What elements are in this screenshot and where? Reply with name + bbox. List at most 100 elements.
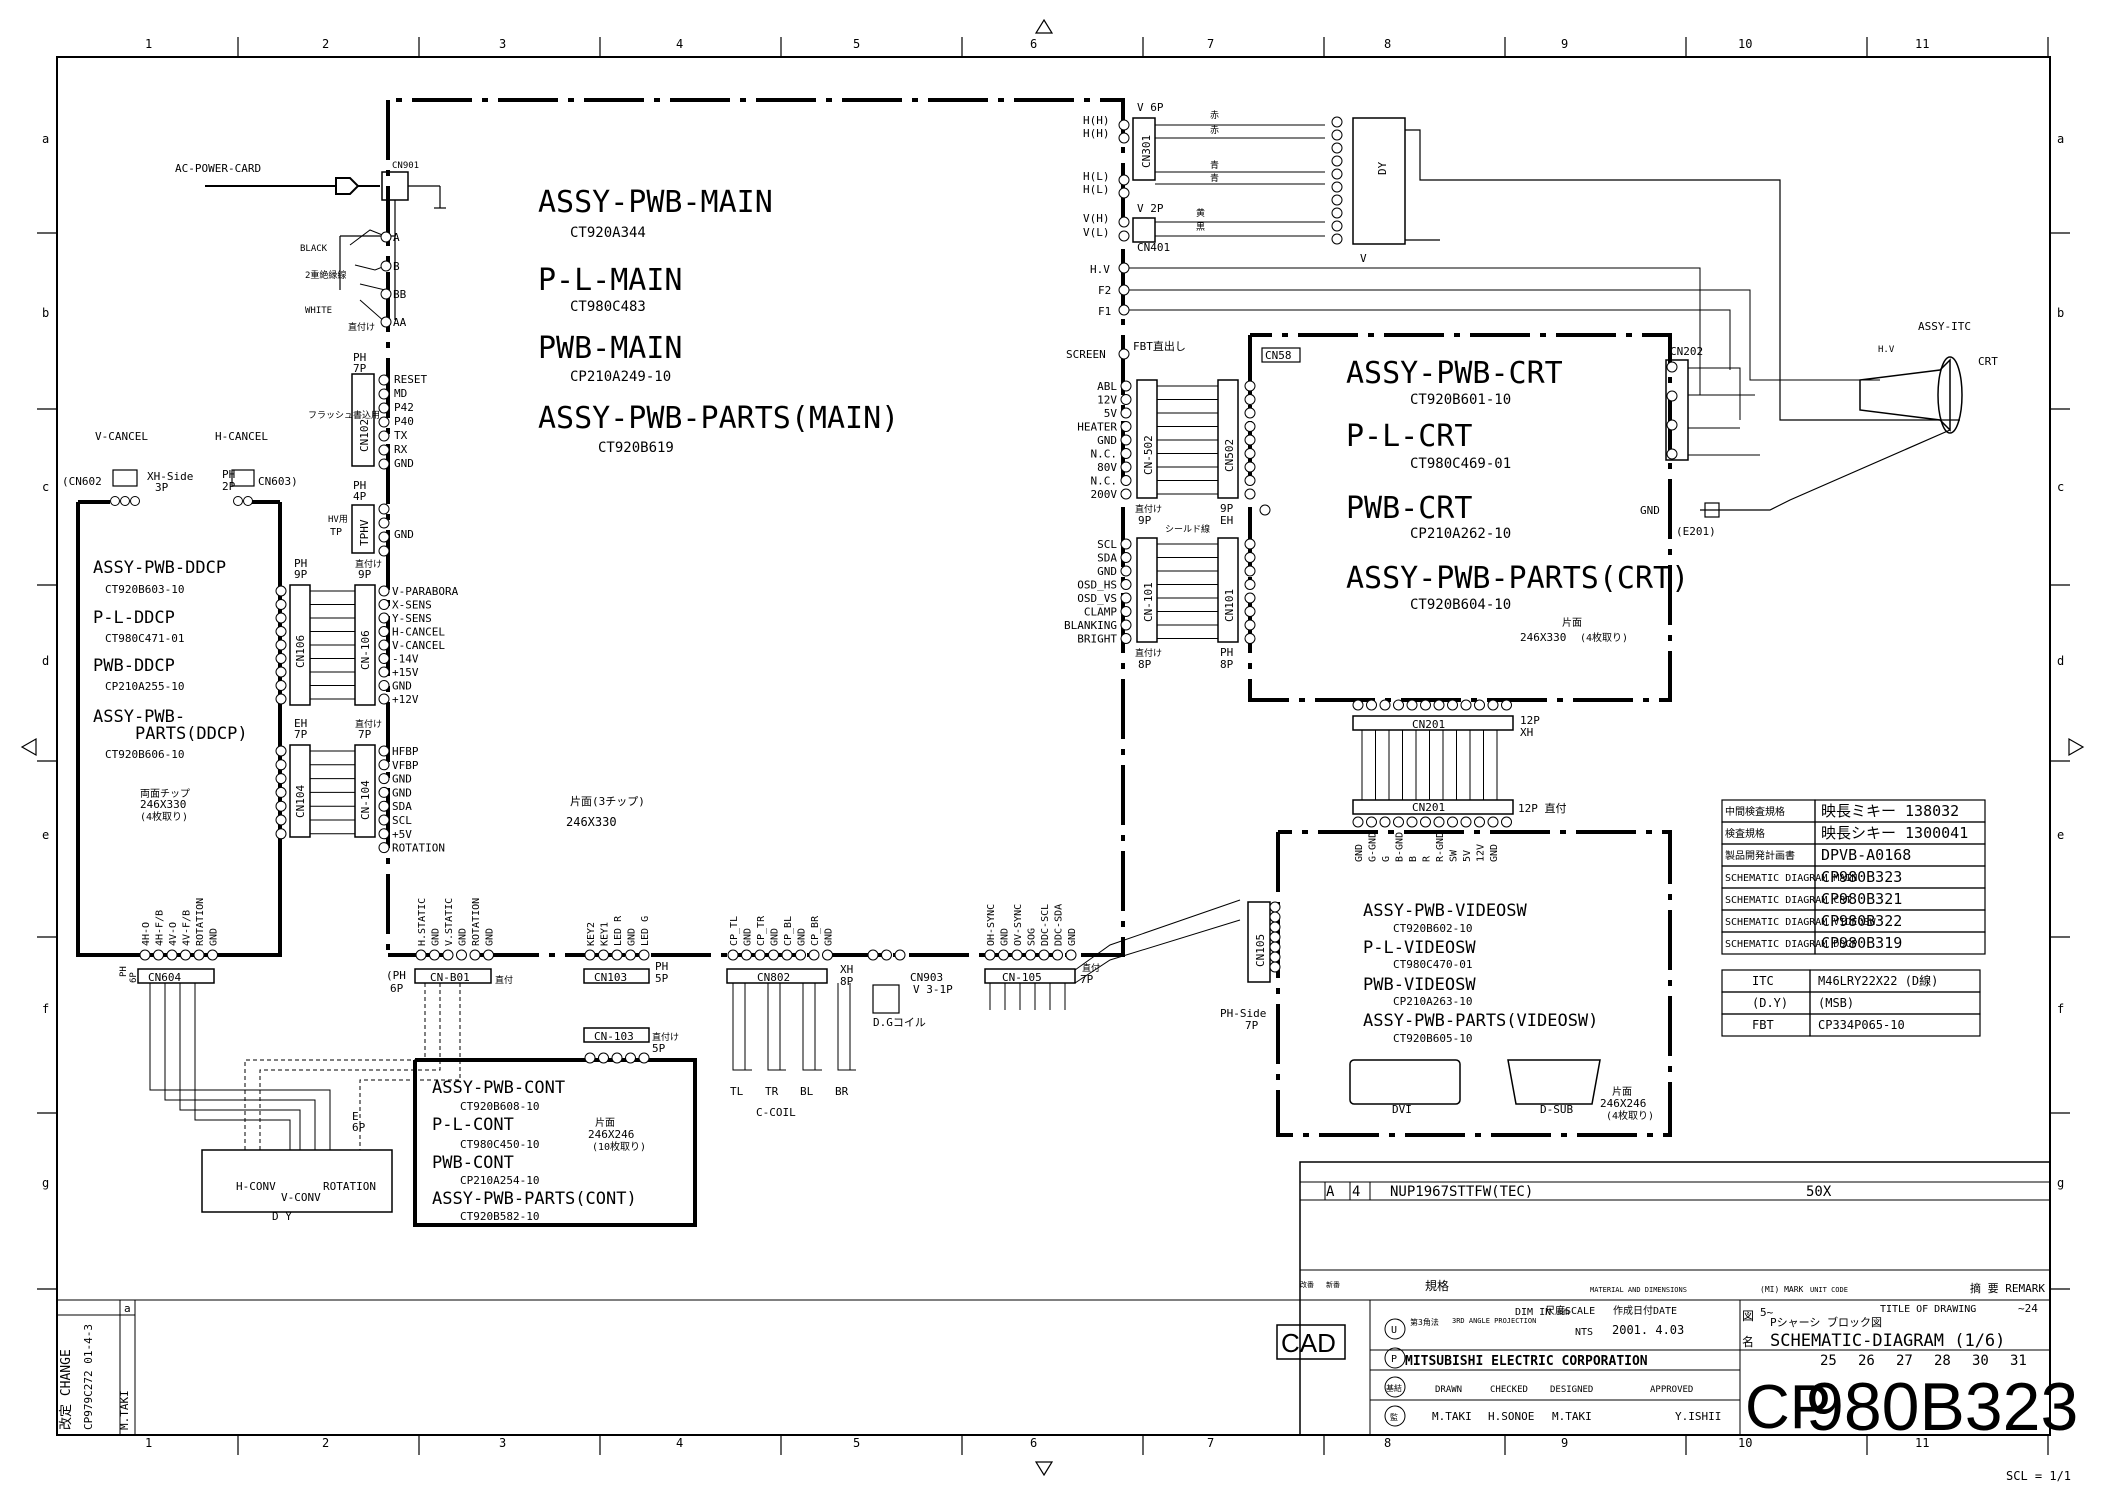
pin-circle: [1025, 949, 1036, 961]
hdr-change: 改番: [1300, 1280, 1314, 1289]
pin-circle: [442, 949, 454, 961]
pin-circle: [1406, 699, 1418, 711]
pin-circle: [1269, 941, 1281, 953]
pin-circle: [469, 949, 481, 961]
pin-circle: [1433, 699, 1445, 711]
pin-circle: [1366, 816, 1377, 828]
wire-color-5: 黄: [1196, 207, 1205, 219]
cad-stamp: CAD: [1281, 1328, 1336, 1358]
pin-circle: [378, 800, 390, 812]
pin-circle: [378, 626, 390, 637]
pin-circle: [1118, 132, 1130, 144]
cn106-signal: -14V: [392, 653, 419, 666]
pin-circle: [378, 416, 390, 428]
wire-color-2: 赤: [1210, 125, 1219, 136]
cn201-signal: 12V: [1476, 844, 1487, 862]
black-label: BLACK: [300, 244, 328, 254]
pin-circle: [1120, 619, 1132, 631]
pin-circle: [1120, 434, 1132, 446]
pin-circle: [378, 599, 390, 610]
cn101-signal: BLANKING: [1064, 619, 1117, 632]
dy-box: [201, 1149, 393, 1213]
videosw-title-2: P-L-VIDEOSW: [1363, 938, 1476, 958]
cn102-sig-3: P42: [394, 401, 414, 414]
cn106-signal: +12V: [392, 693, 419, 706]
dy-e: E: [352, 1110, 359, 1123]
pin-circle: [207, 949, 218, 961]
scale-note: SCL = 1/1: [2006, 1469, 2071, 1483]
main-code-4: CT920B619: [598, 440, 674, 456]
cn105-name: CN105: [1254, 934, 1267, 967]
pin-a: A: [393, 231, 400, 244]
videosw-code-4: CT920B605-10: [1393, 1032, 1472, 1045]
spec-table-value: CP980B319: [1821, 934, 1902, 952]
grid-col-top: 6: [1030, 37, 1037, 51]
hdr-kikaku: 規格: [1425, 1278, 1449, 1293]
xh-side-label: XH-Side: [147, 470, 193, 483]
pin-circle: [584, 1052, 596, 1064]
cn502-signal: HEATER: [1077, 421, 1117, 434]
pin-circle: [378, 545, 390, 557]
ddcp-size: 246X330: [140, 798, 186, 811]
cont-code-2: CT980C450-10: [460, 1138, 539, 1151]
assy-itc-label: ASSY-ITC: [1918, 320, 1971, 333]
pin-circle: [1118, 262, 1130, 274]
pin-circle: [584, 949, 596, 961]
videosw-size: 246X246: [1600, 1097, 1646, 1110]
cn604-signal: GND: [209, 928, 220, 946]
pin-circle: [1118, 216, 1130, 228]
pin-circle: [1118, 119, 1130, 131]
spec-table-value: CP980B322: [1821, 912, 1902, 930]
pin-circle: [1269, 911, 1281, 923]
pin-circle: [1118, 304, 1130, 316]
pin-circle: [1331, 155, 1343, 167]
pin-circle: [1244, 421, 1256, 432]
cn903-name: CN903: [910, 971, 943, 984]
pin-circle: [110, 496, 120, 506]
cn102-sig-7: GND: [394, 457, 414, 470]
grid-row-left: d: [42, 654, 49, 668]
pin-circle: [1406, 816, 1418, 828]
pin-circle: [1120, 538, 1132, 550]
pin-circle: [1244, 394, 1256, 405]
pin-circle: [1120, 475, 1132, 486]
pin-circle: [1460, 699, 1472, 711]
tphv-hdr2: 4P: [353, 490, 367, 503]
pin-circle: [378, 786, 390, 798]
spec-table-value: CP980B323: [1821, 868, 1902, 886]
ccoil-title: C-COIL: [756, 1106, 796, 1119]
cn604-name: CN604: [148, 971, 181, 984]
cn102-sig-2: MD: [394, 387, 407, 400]
f1-label: F1: [1098, 305, 1111, 318]
pin-circle: [1244, 579, 1256, 590]
cnb01-name: CN-B01: [430, 971, 470, 984]
dy-rotation: ROTATION: [323, 1180, 376, 1193]
cn103-signal: LED R: [613, 915, 624, 946]
dy-hconv: H-CONV: [236, 1180, 276, 1193]
videosw-title-1: ASSY-PWB-VIDEOSW: [1363, 901, 1528, 921]
checked-label: CHECKED: [1490, 1385, 1528, 1395]
screen-label: SCREEN: [1066, 348, 1106, 361]
cn201-signal: 5V: [1462, 850, 1473, 862]
pin-circle: [1120, 421, 1132, 432]
mei-label: 名: [1742, 1334, 1754, 1349]
cn802-side2: 8P: [840, 975, 854, 988]
grid-row-right: e: [2057, 828, 2064, 842]
cnb01-signal: GND: [431, 928, 442, 946]
cnb01-signal: GND: [485, 928, 496, 946]
pin-circle: [1487, 699, 1499, 711]
cn102-sig-4: P40: [394, 415, 414, 428]
cn502-signal: 12V: [1097, 394, 1117, 407]
parts-table-label: ITC: [1752, 974, 1774, 988]
pin-circle: [1120, 380, 1132, 392]
change-label: 改定 CHANGE: [59, 1349, 74, 1430]
pin-circle: [1120, 461, 1132, 473]
h-pin-1: H(H): [1083, 114, 1110, 127]
cn104-hdrr2: 7P: [358, 728, 372, 741]
pin-circle: [120, 496, 130, 506]
main-title-3: PWB-MAIN: [538, 331, 683, 366]
pin-circle: [1118, 348, 1130, 360]
hdr-mark: (MI) MARK: [1760, 1285, 1804, 1294]
cn106-hdrr1: 直付け: [355, 558, 382, 570]
pin-circle: [1120, 407, 1132, 419]
